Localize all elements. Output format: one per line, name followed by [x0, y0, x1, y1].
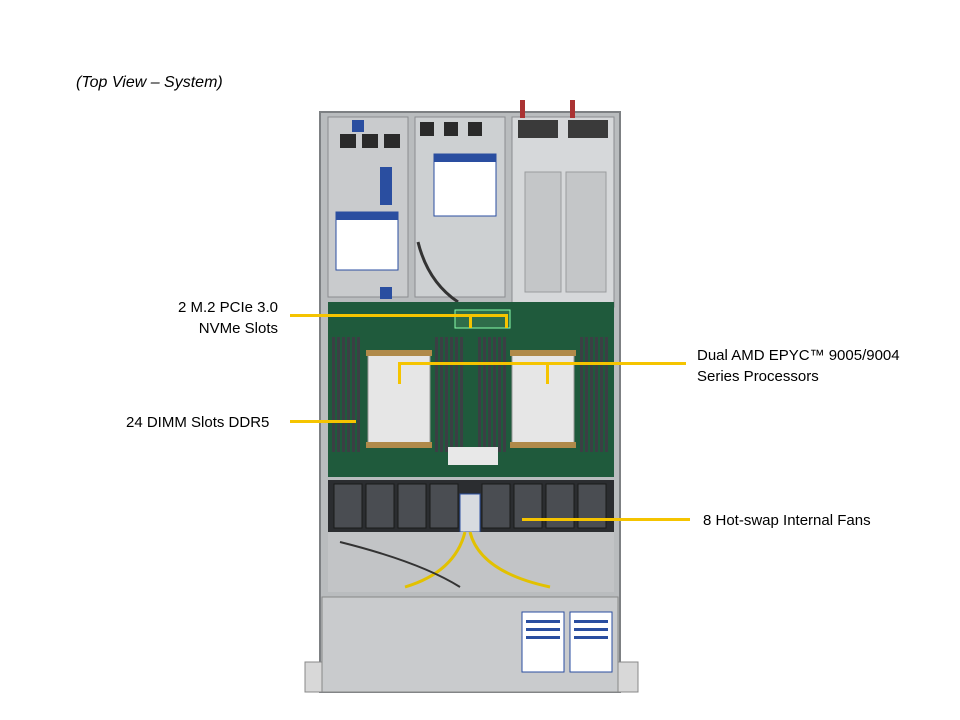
- callout-cpu-leader-tick-left: [398, 362, 401, 384]
- callout-m2-leader-tick-left: [469, 314, 472, 328]
- callout-cpu-line2: Series Processors: [697, 368, 819, 385]
- callout-cpu-line1: Dual AMD EPYC™ 9005/9004: [697, 347, 900, 364]
- callout-cpu-leader: [398, 362, 686, 365]
- callout-dimm-leader: [290, 420, 356, 423]
- callout-cpu-label: Dual AMD EPYC™ 9005/9004 Series Processo…: [697, 345, 937, 387]
- callout-m2-leader-tick-right: [505, 314, 508, 328]
- callout-m2-leader: [290, 314, 508, 317]
- callout-m2-label: 2 M.2 PCIe 3.0 NVMe Slots: [120, 297, 278, 339]
- callout-cpu-leader-tick-right: [546, 362, 549, 384]
- callout-fans-label: 8 Hot-swap Internal Fans: [703, 512, 871, 529]
- server-chassis-image: [304, 100, 639, 693]
- callout-fans-leader: [522, 518, 690, 521]
- callout-m2-line2: NVMe Slots: [198, 320, 278, 337]
- figure-caption: (Top View – System): [76, 74, 223, 91]
- callout-m2-line1: 2 M.2 PCIe 3.0: [177, 299, 278, 316]
- callout-dimm-label: 24 DIMM Slots DDR5: [126, 414, 270, 431]
